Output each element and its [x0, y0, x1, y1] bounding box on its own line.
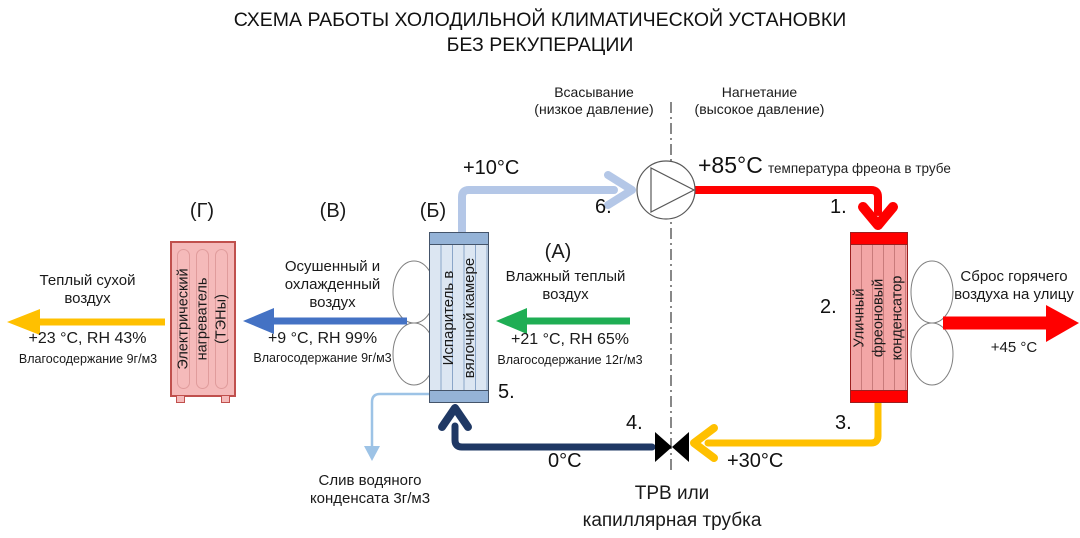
- heater-leg: [221, 395, 230, 403]
- tag-heater: (Г): [189, 200, 215, 222]
- heater-block: Электрический нагреватель (ТЭНы): [170, 241, 236, 403]
- expansion-valve-icon: [655, 432, 689, 462]
- valve-label: ТРВ или капиллярная трубка: [582, 483, 762, 531]
- condenser-body: [851, 245, 907, 390]
- point-6: 6.: [595, 196, 612, 218]
- cooled-air-temp: +9 °C, RH 99%: [267, 330, 378, 347]
- cooled-air-moisture: Влагосодержание 9г/м3: [253, 351, 392, 365]
- condenser-label: Уличный фреоновый конденсатор: [851, 275, 906, 360]
- discharge-zone-line1: Нагнетание: [721, 84, 798, 100]
- evaporator-top-cap: [430, 233, 488, 245]
- heated-air-label: Теплый сухой воздух: [39, 272, 136, 307]
- heater-element: [177, 249, 190, 389]
- heater-element: [196, 249, 209, 389]
- liquid-pipe: [704, 399, 882, 447]
- point-1: 1.: [830, 196, 847, 218]
- cooled-air-arrow: [243, 308, 407, 334]
- suction-pipe: [458, 186, 618, 236]
- discharge-pipe: [691, 186, 882, 216]
- liquid-pipe-arrowhead: [690, 424, 718, 462]
- heated-air-moisture: Влагосодержание 9г/м3: [18, 352, 158, 366]
- discharge-pipe-arrowhead: [858, 202, 898, 230]
- evaporator-block: Испаритель в вялочной камере: [429, 232, 489, 403]
- expansion-temp-label: 0°C: [548, 450, 582, 472]
- heated-air-arrow: [7, 309, 165, 335]
- evaporator-label: Испаритель в вялочной камере: [440, 257, 478, 378]
- drain-arrowhead: [364, 446, 380, 461]
- condenser-bottom-cap: [851, 390, 907, 402]
- drain-label: Слив водяного конденсата 3г/м3: [309, 472, 431, 507]
- condenser-top-cap: [851, 233, 907, 245]
- expansion-pipe-arrowhead: [438, 404, 472, 431]
- page-title-line2: БЕЗ РЕКУПЕРАЦИИ: [446, 34, 634, 56]
- intake-air-arrow: [496, 308, 630, 334]
- drain-line: [370, 392, 435, 448]
- condenser-fan-icon: [910, 260, 954, 386]
- point-2: 2.: [820, 296, 837, 318]
- intake-air-label: Влажный теплый воздух: [505, 268, 626, 303]
- suction-pipe-arrowhead: [604, 171, 636, 209]
- condenser-block: Уличный фреоновый конденсатор: [850, 232, 908, 403]
- discharge-zone-line2: (высокое давление): [694, 101, 825, 117]
- suction-zone-line2: (низкое давление): [534, 101, 654, 117]
- expansion-pipe: [451, 422, 656, 451]
- compressor-icon: [636, 160, 696, 220]
- heater-leg: [176, 395, 185, 403]
- suction-zone-label: Всасывание (низкое давление): [520, 84, 668, 118]
- point-4: 4.: [626, 412, 643, 434]
- evaporator-bottom-cap: [430, 390, 488, 402]
- exhaust-air-arrow: [943, 305, 1079, 342]
- evaporator-body: [430, 245, 488, 390]
- exhaust-air-temp: +45 °C: [990, 339, 1038, 356]
- point-3: 3.: [835, 412, 852, 434]
- exhaust-air-label: Сброс горячего воздуха на улицу: [954, 268, 1074, 303]
- point-5: 5.: [498, 381, 515, 403]
- tag-cooled-air: (В): [319, 200, 347, 222]
- discharge-zone-label: Нагнетание (высокое давление): [682, 84, 837, 118]
- discharge-temp-label: +85°C: [698, 152, 763, 178]
- tag-evaporator: (Б): [419, 200, 447, 222]
- suction-temp-label: +10°C: [463, 157, 520, 179]
- heater-label: Электрический нагреватель (ТЭНы): [175, 268, 230, 370]
- suction-zone-line1: Всасывание: [554, 84, 634, 100]
- cooled-air-label: Осушенный и охлажденный воздух: [284, 258, 381, 311]
- page-title: СХЕМА РАБОТЫ ХОЛОДИЛЬНОЙ КЛИМАТИЧЕСКОЙ У…: [0, 8, 1080, 58]
- heated-air-temp: +23 °C, RH 43%: [28, 330, 147, 347]
- discharge-note-label: температура фреона в трубе: [768, 161, 951, 176]
- tag-intake-air: (А): [544, 241, 572, 263]
- intake-air-moisture: Влагосодержание 12г/м3: [497, 353, 643, 367]
- heater-element: [215, 249, 228, 389]
- liquid-temp-label: +30°C: [727, 450, 784, 472]
- intake-air-temp: +21 °C, RH 65%: [510, 331, 629, 348]
- page-title-line1: СХЕМА РАБОТЫ ХОЛОДИЛЬНОЙ КЛИМАТИЧЕСКОЙ У…: [233, 9, 847, 31]
